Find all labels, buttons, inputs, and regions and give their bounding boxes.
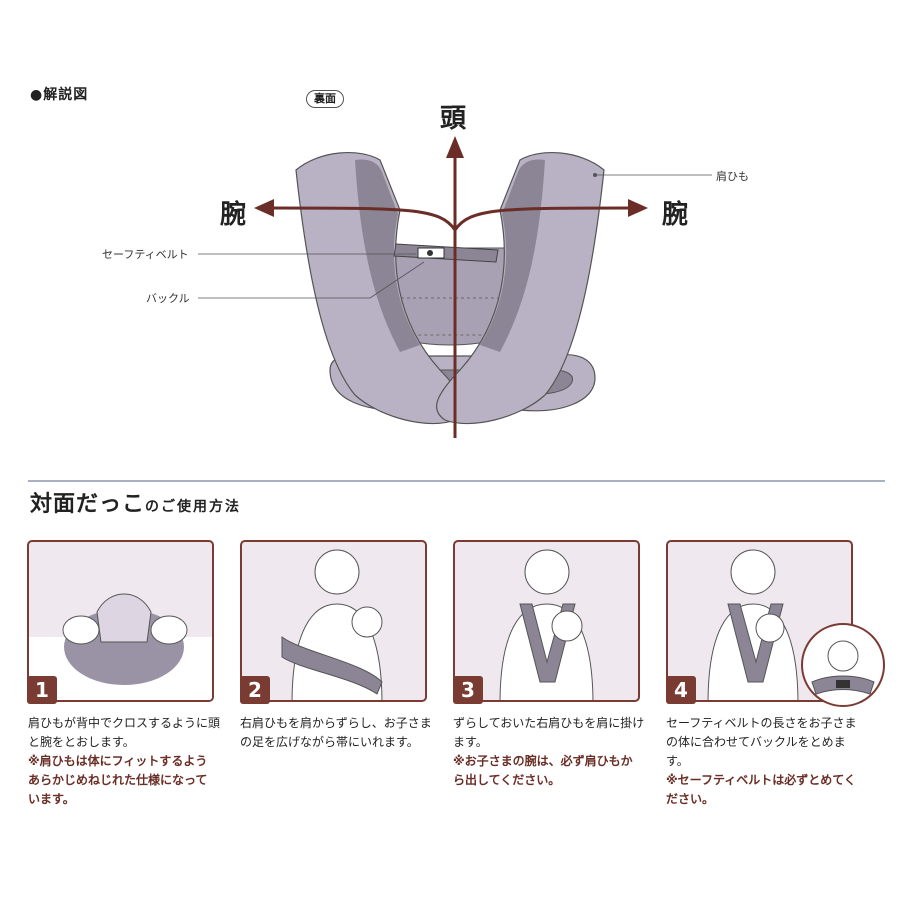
step-3-illustration: [453, 540, 640, 702]
step-3-number: 3: [453, 676, 483, 704]
step-4-number: 4: [666, 676, 696, 704]
step-3-text: ずらしておいた右肩ひもを肩に掛けます。: [453, 716, 645, 749]
title-main: 対面だっこ: [30, 492, 146, 517]
carrier-straps: [295, 151, 605, 425]
buckle-label: バックル: [146, 292, 190, 305]
safety-belt: [393, 243, 499, 263]
section-label: ●解説図: [30, 87, 89, 103]
section-divider: [28, 480, 885, 482]
step-4-text: セーフティベルトの長さをお子さまの体に合わせてバックルをとめます。: [666, 716, 857, 768]
step-1-text: 肩ひもが背中でクロスするように頭と腕をとおします。: [28, 716, 221, 749]
step-1-note: ※肩ひもは体にフィットするようあらかじめねじれた仕様になっています。: [28, 754, 208, 806]
step-2-number: 2: [240, 676, 270, 704]
direction-arrows: [269, 152, 633, 438]
head-label: 頭: [440, 104, 467, 134]
arrow-right-head: [628, 199, 648, 217]
step-4-note: ※セーフティベルトは必ずとめてください。: [666, 773, 856, 806]
instructions-title: 対面だっこのご使用方法: [30, 486, 241, 518]
step-2-text: 右肩ひもを肩からずらし、お子さまの足を広げながら帯にいれます。: [240, 716, 432, 749]
carrier-diagram: [198, 136, 712, 438]
arrow-up-head: [446, 136, 464, 158]
title-sub: のご使用方法: [145, 499, 242, 515]
arrow-left-head: [254, 199, 274, 217]
step-4-closeup-inset: [801, 623, 885, 707]
shoulder-strap-label: 肩ひも: [716, 170, 749, 183]
step-2-illustration: [240, 540, 427, 702]
step-4-illustration: [666, 540, 853, 702]
arm-right-label: 腕: [662, 200, 689, 230]
step-3-note: ※お子さまの腕は、必ず肩ひもから出してください。: [453, 754, 633, 787]
step-1-illustration: [27, 540, 214, 702]
step-1-number: 1: [27, 676, 57, 704]
safety-belt-label: セーフティベルト: [102, 248, 189, 261]
side-badge: 裏面: [306, 90, 344, 108]
arm-left-label: 腕: [220, 200, 247, 230]
